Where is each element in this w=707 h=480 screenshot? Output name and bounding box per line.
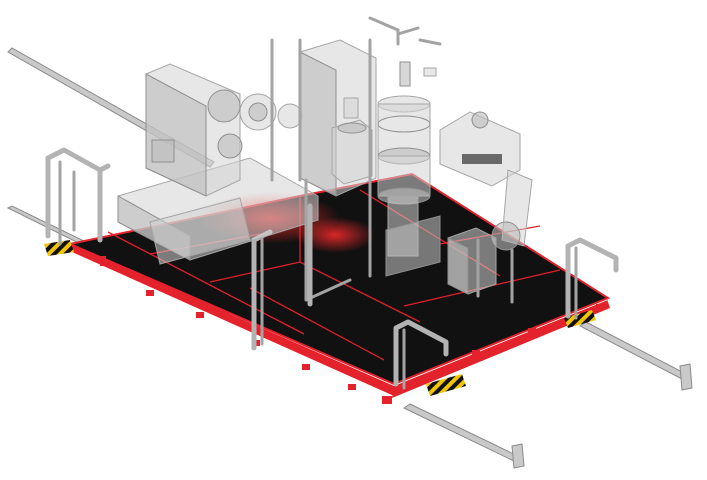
barrel-icon bbox=[377, 95, 441, 277]
highlight-glow-2 bbox=[295, 217, 375, 253]
ghost-cabinet bbox=[299, 39, 377, 197]
ghost-engine-block bbox=[145, 63, 303, 197]
ghost-control-unit bbox=[447, 227, 514, 304]
rail-right-back bbox=[579, 321, 693, 391]
guard-railing-front bbox=[393, 319, 449, 390]
rail-right-front bbox=[402, 403, 525, 469]
ghost-frame-tower bbox=[270, 16, 442, 302]
ghost-base-tank bbox=[117, 157, 319, 265]
hazard-stripe-marking bbox=[44, 240, 596, 396]
guard-railing-left bbox=[45, 147, 111, 246]
ghost-fittings bbox=[343, 61, 437, 119]
guard-railing-right bbox=[565, 237, 619, 320]
robot-arm-icon bbox=[439, 111, 533, 251]
